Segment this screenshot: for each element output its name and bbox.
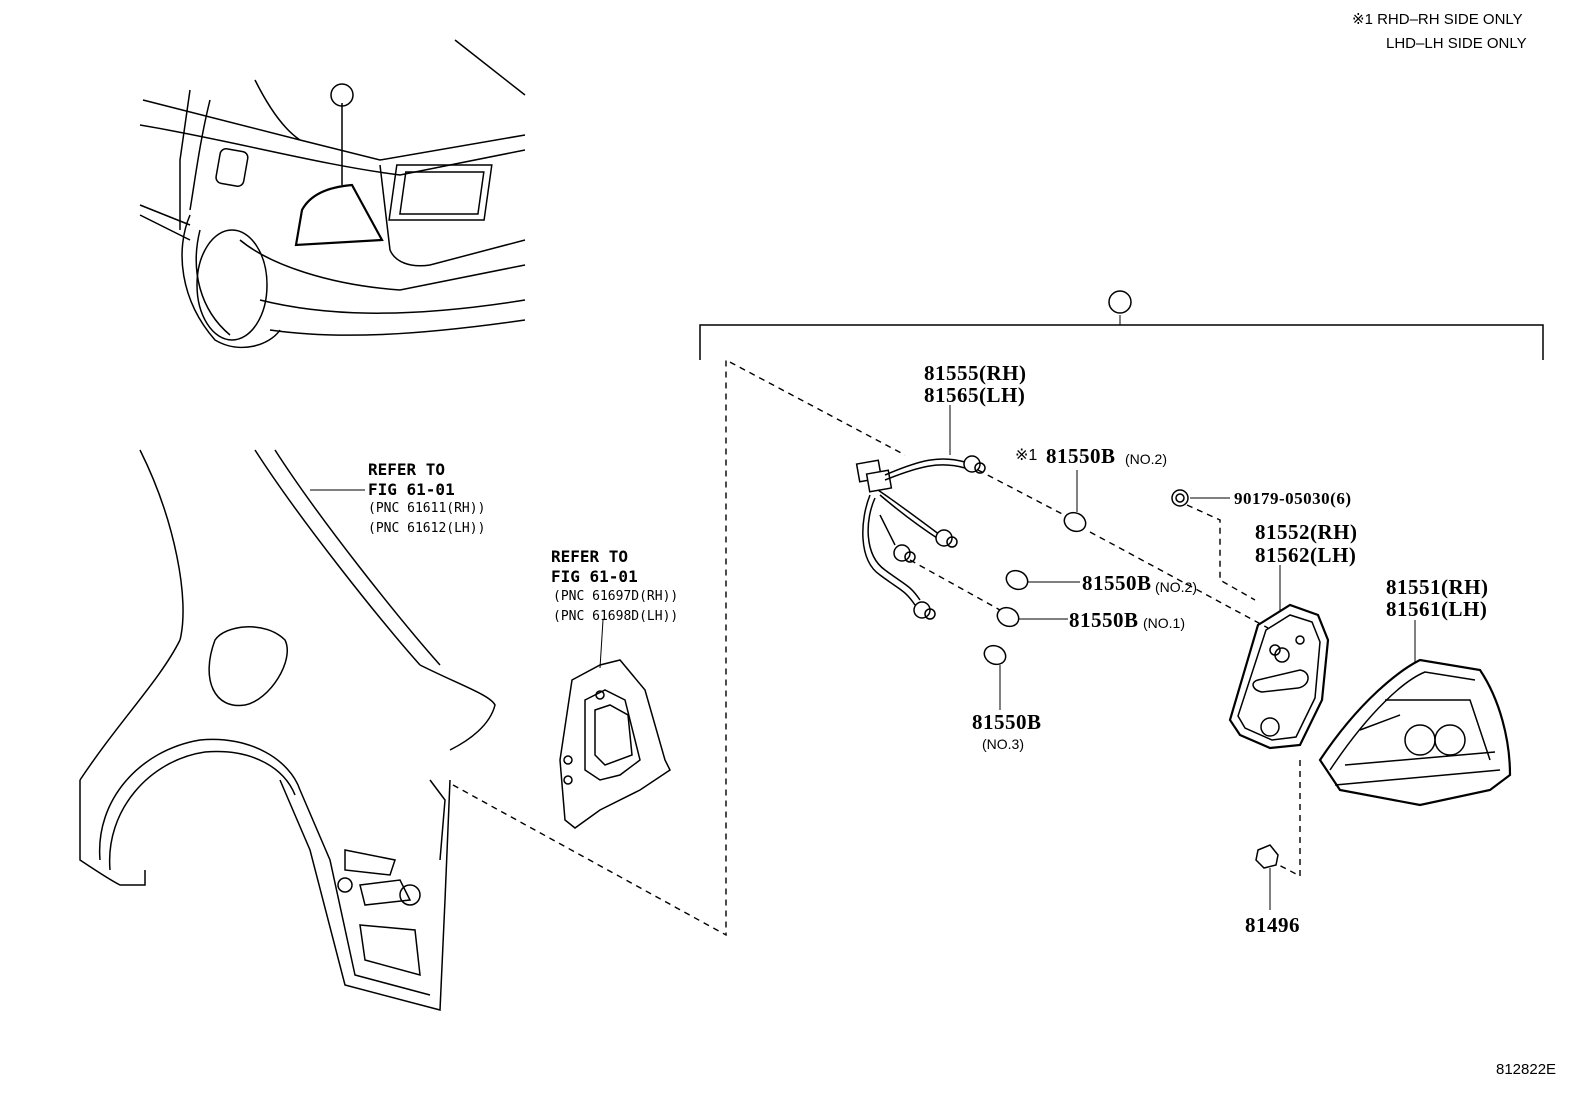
ref2-pnc-rh: (PNC 61697D(RH)) (553, 589, 679, 604)
part-clip[interactable]: 81496 (1245, 913, 1300, 937)
part-socket-rh[interactable]: 81555(RH) (924, 361, 1027, 385)
quarter-panel-illustration (79, 449, 496, 1011)
ref1-title: REFER TO (368, 460, 446, 479)
note-mark-1: ※1 (1015, 447, 1038, 464)
nut-illustration (1171, 489, 1230, 507)
part-bulb-no2-top[interactable]: 81550B (1046, 444, 1116, 468)
dashed-leaders (452, 358, 1301, 937)
ref2-fig-link[interactable]: FIG 61-01 (551, 567, 638, 586)
car-rear-view-illustration (139, 39, 526, 349)
part-bulb-no3[interactable]: 81550B (972, 710, 1042, 734)
tail-lamp-illustration (1318, 620, 1512, 807)
figure-code: 812822E (1496, 1061, 1557, 1078)
ref1-fig-link[interactable]: FIG 61-01 (368, 480, 455, 499)
note-line-1: ※1 RHD–RH SIDE ONLY (1352, 11, 1523, 28)
part-bulb-no1-sub: (NO.1) (1143, 615, 1185, 631)
inner-panel-bracket-illustration (559, 619, 671, 829)
ref2-pnc-lh: (PNC 61698D(LH)) (553, 609, 679, 624)
bulbs-illustration (949, 405, 1087, 710)
ref1-pnc-lh: (PNC 61612(LH)) (368, 521, 486, 536)
part-socket-lh[interactable]: 81565(LH) (924, 383, 1026, 407)
ref2-title: REFER TO (551, 547, 629, 566)
part-bulb-no2-mid[interactable]: 81550B (1082, 571, 1152, 595)
part-bulb-no3-sub: (NO.3) (982, 736, 1024, 752)
part-bulb-no2-top-sub: (NO.2) (1125, 451, 1167, 467)
socket-harness-illustration (855, 455, 986, 620)
part-gasket-lh[interactable]: 81562(LH) (1255, 543, 1357, 567)
part-bulb-no2-mid-sub: (NO.2) (1155, 579, 1197, 595)
part-lamp-rh[interactable]: 81551(RH) (1386, 575, 1489, 599)
ref1-pnc-rh: (PNC 61611(RH)) (368, 501, 486, 516)
assembly-bracket (699, 290, 1544, 360)
note-line-2: LHD–LH SIDE ONLY (1386, 35, 1527, 52)
part-lamp-lh[interactable]: 81561(LH) (1386, 597, 1488, 621)
gasket-illustration (1228, 565, 1330, 750)
part-gasket-rh[interactable]: 81552(RH) (1255, 520, 1358, 544)
clip-illustration (1255, 844, 1279, 910)
part-nut[interactable]: 90179-05030(6) (1234, 489, 1352, 508)
part-bulb-no1[interactable]: 81550B (1069, 608, 1139, 632)
